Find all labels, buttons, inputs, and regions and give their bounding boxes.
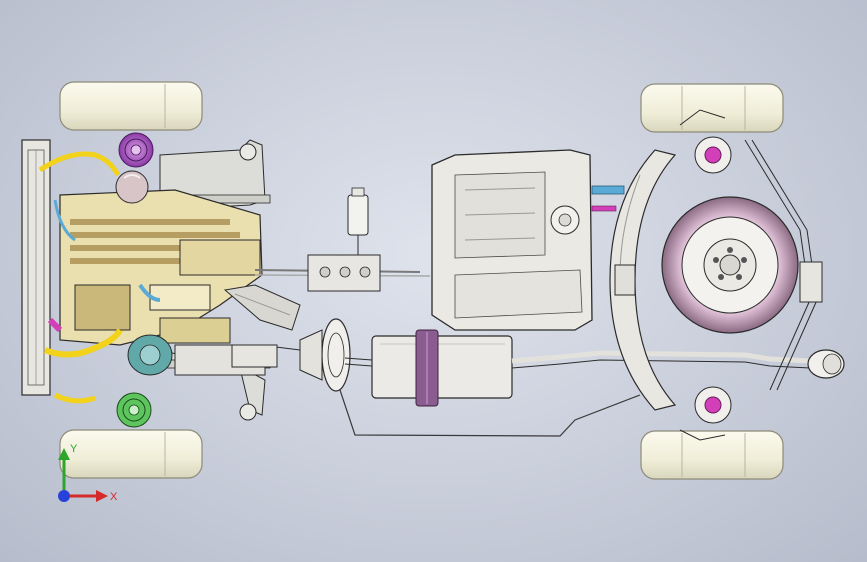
expansion-tank[interactable] xyxy=(115,170,149,204)
front-left-coil-spring[interactable] xyxy=(118,132,154,168)
exhaust-tail-pipe[interactable] xyxy=(511,349,845,379)
x-axis-arrowhead xyxy=(96,490,108,502)
coordinate-triad-icon: Y X xyxy=(58,443,118,503)
rear-axle-beam[interactable] xyxy=(609,149,677,411)
coolant-hoses[interactable] xyxy=(38,151,161,404)
rear-left-spring[interactable] xyxy=(679,109,732,174)
spare-tire[interactable] xyxy=(661,196,799,334)
radiator[interactable] xyxy=(21,139,51,396)
engine-block[interactable] xyxy=(59,189,263,346)
fuel-tank[interactable] xyxy=(431,149,593,331)
fuel-filter[interactable] xyxy=(347,187,369,255)
rear-right-tire[interactable] xyxy=(640,430,784,480)
muffler[interactable] xyxy=(344,329,513,407)
front-right-tire[interactable] xyxy=(59,429,203,479)
x-axis-label: X xyxy=(110,491,118,503)
catalytic-converter[interactable] xyxy=(223,284,301,331)
transmission[interactable] xyxy=(127,334,266,376)
brake-valve-block[interactable] xyxy=(307,254,381,292)
front-right-coil-spring[interactable] xyxy=(116,392,152,428)
rear-right-spring[interactable] xyxy=(679,386,732,441)
drive-flange[interactable] xyxy=(299,318,351,392)
y-axis-label: Y xyxy=(70,443,78,455)
z-axis-dot xyxy=(58,490,70,502)
tank-fill-pipe[interactable] xyxy=(591,185,625,212)
rear-frame-rails[interactable] xyxy=(744,139,823,391)
front-left-tire[interactable] xyxy=(59,81,203,131)
y-axis-arrowhead xyxy=(58,448,70,460)
rear-left-tire[interactable] xyxy=(640,83,784,133)
